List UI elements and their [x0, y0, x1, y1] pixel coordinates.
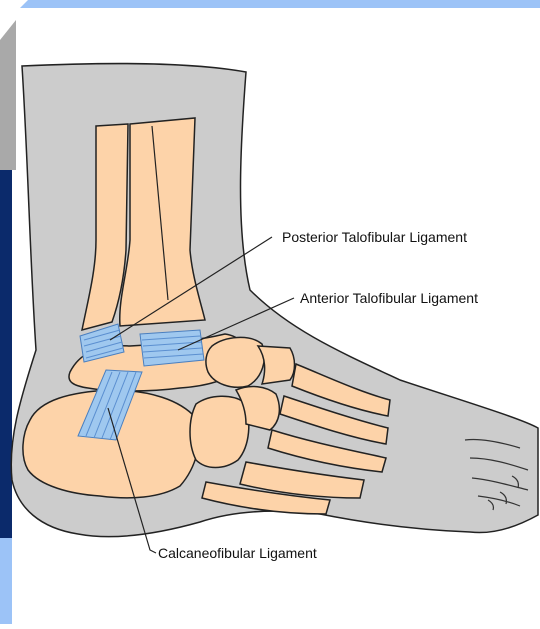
cuboid-bone [190, 396, 249, 467]
slide-top-bar [0, 0, 540, 8]
slide-left-light-bar [0, 538, 12, 624]
slide-left-dark-bar [0, 170, 12, 538]
anterior-talofibular-ligament [140, 330, 204, 366]
slide-left-gray-bar [0, 20, 16, 170]
calcaneofibular-ligament-label: Calcaneofibular Ligament [158, 545, 317, 561]
navicular-bone [206, 337, 264, 387]
posterior-ligament-label: Posterior Talofibular Ligament [282, 229, 467, 245]
anterior-ligament-label: Anterior Talofibular Ligament [300, 290, 478, 306]
